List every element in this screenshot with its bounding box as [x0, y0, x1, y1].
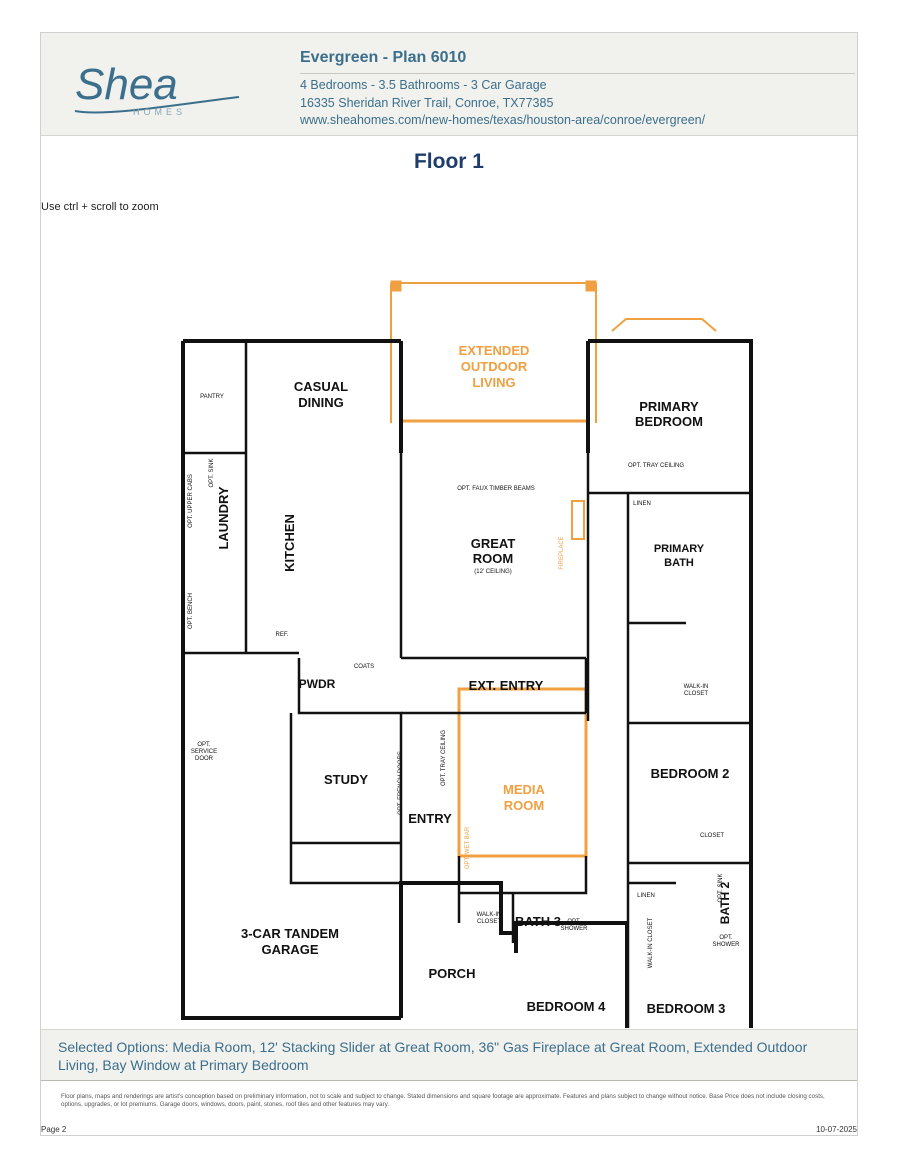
opt-wet-bar-label: OPT. WET BAR [465, 826, 471, 869]
ext-entry-label: EXT. ENTRY [469, 678, 544, 693]
bedroom-2-label: BEDROOM 2 [651, 766, 730, 781]
extended-outdoor-label-2: OUTDOOR [461, 359, 528, 374]
study-label: STUDY [324, 772, 368, 787]
bath-3-label: BATH 3 [515, 914, 561, 929]
exterior-walls [181, 339, 753, 1028]
walkin-closet-b3-label-2: CLOSET [477, 919, 501, 925]
bath-2-label: BATH 2 [718, 881, 732, 924]
plan-sheet: Shea HOMES Evergreen - Plan 6010 4 Bedro… [40, 32, 858, 1136]
fireplace-label: FIREPLACE [559, 536, 565, 569]
great-room-label-1: GREAT [471, 536, 516, 551]
extended-outdoor-outline [390, 282, 597, 423]
primary-bath-label-2: BATH [664, 557, 694, 569]
kitchen-label: KITCHEN [282, 514, 297, 572]
plan-url[interactable]: www.sheahomes.com/new-homes/texas/housto… [300, 113, 706, 127]
outdoor-post [390, 280, 402, 292]
pwdr-label: PWDR [299, 677, 336, 691]
selected-options-text: Selected Options: Media Room, 12' Stacki… [58, 1039, 808, 1073]
plan-address: 16335 Sheridan River Trail, Conroe, TX77… [300, 96, 554, 110]
shea-homes-logo: Shea HOMES [74, 60, 240, 117]
opt-bench-label: OPT. BENCH [188, 593, 194, 629]
svg-text:Shea: Shea [75, 60, 178, 109]
primary-bath-label-1: PRIMARY [654, 543, 705, 555]
entry-label: ENTRY [408, 811, 452, 826]
outdoor-post [585, 280, 597, 292]
opt-service-door-1: OPT. [197, 742, 211, 748]
ref-label: REF. [275, 632, 288, 638]
extended-outdoor-label-1: EXTENDED [459, 343, 530, 358]
plan-specs: 4 Bedrooms - 3.5 Bathrooms - 3 Car Garag… [300, 78, 547, 92]
primary-bedroom-label-1: PRIMARY [639, 399, 699, 414]
zoom-hint: Use ctrl + scroll to zoom [41, 201, 159, 213]
bay-window [611, 318, 717, 332]
walkin-closet-b3-label-1: WALK-IN [477, 912, 502, 918]
header-band: Shea HOMES Evergreen - Plan 6010 4 Bedro… [41, 33, 857, 136]
great-room-ceiling: (12' CEILING) [474, 569, 512, 575]
plan-title: Evergreen - Plan 6010 [300, 49, 467, 66]
porch-label: PORCH [429, 966, 476, 981]
page-number: Page 2 [41, 1125, 67, 1134]
laundry-label: LAUNDRY [216, 486, 231, 549]
opt-shower-bath3-1: OPT. [567, 919, 581, 925]
pantry-label: PANTRY [200, 394, 224, 400]
selected-options-box: Selected Options: Media Room, 12' Stacki… [41, 1029, 857, 1081]
casual-dining-label-1: CASUAL [294, 379, 348, 394]
walkin-closet-label-1: WALK-IN [684, 684, 709, 690]
primary-bedroom-label-2: BEDROOM [635, 414, 703, 429]
walkin-closet-b4-label: WALK-IN CLOSET [648, 917, 654, 968]
closet-label: CLOSET [700, 833, 724, 839]
bedroom-3-label: BEDROOM 3 [647, 1001, 726, 1016]
opt-french-doors-label: OPT. FRENCH DOORS [398, 751, 404, 815]
svg-text:HOMES: HOMES [133, 107, 186, 117]
page-date: 10-07-2025 [816, 1125, 857, 1134]
disclaimer: Floor plans, maps and renderings are art… [61, 1093, 825, 1108]
casual-dining-label-2: DINING [298, 395, 344, 410]
bedroom-4-label: BEDROOM 4 [527, 999, 607, 1014]
title-divider [300, 73, 855, 74]
floor-title: Floor 1 [413, 150, 484, 173]
garage-label-2: GARAGE [261, 942, 318, 957]
walkin-closet-label-2: CLOSET [684, 691, 708, 697]
opt-shower-bath2-2: SHOWER [713, 942, 741, 948]
opt-shower-bath2-1: OPT. [719, 935, 733, 941]
opt-sink-laundry-label: OPT. SINK [209, 458, 215, 487]
interior-walls [183, 341, 751, 1028]
opt-service-door-3: DOOR [195, 756, 214, 762]
extended-outdoor-label-3: LIVING [472, 375, 515, 390]
opt-tray-ceiling-entry-label: OPT. TRAY CEILING [441, 730, 447, 786]
linen-label-1: LINEN [633, 501, 651, 507]
media-room-label-1: MEDIA [503, 782, 546, 797]
opt-faux-timber-beams: OPT. FAUX TIMBER BEAMS [457, 486, 535, 492]
opt-sink-bath2-label: OPT. SINK [718, 873, 724, 902]
great-room-label-2: ROOM [473, 551, 513, 566]
floor-plan[interactable]: CASUAL DINING EXTENDED OUTDOOR LIVING PR… [176, 243, 756, 1028]
opt-tray-ceiling-primary: OPT. TRAY CEILING [628, 463, 684, 469]
coats-label: COATS [354, 664, 374, 670]
garage-label-1: 3-CAR TANDEM [241, 926, 339, 941]
opt-service-door-2: SERVICE [191, 749, 217, 755]
fireplace-box [571, 500, 585, 540]
media-room-label-2: ROOM [504, 798, 544, 813]
opt-shower-bath3-2: SHOWER [561, 926, 589, 932]
linen-label-2: LINEN [637, 893, 655, 899]
opt-upper-cabs-label: OPT. UPPER CABS [188, 474, 194, 528]
